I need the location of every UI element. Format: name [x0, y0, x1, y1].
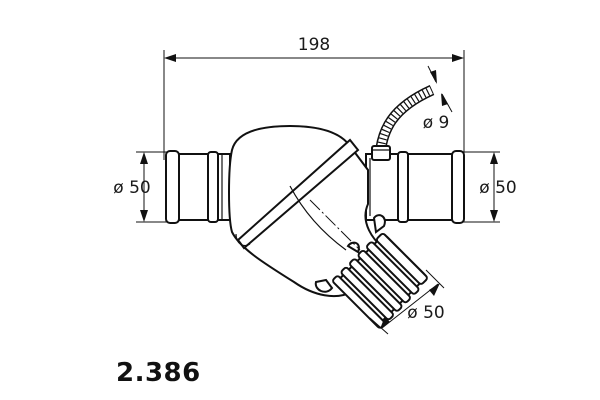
outlet-diameter-label: ø 50 [407, 303, 444, 323]
right-pipe-stub [365, 150, 465, 224]
right-inlet-diameter-dimension: ø 50 [456, 151, 517, 223]
outlet-diameter-dimension: ø 50 [369, 269, 445, 335]
overall-length-label: 198 [298, 35, 330, 55]
right-inlet-diameter-label: ø 50 [479, 178, 516, 198]
sensor-hose [371, 84, 435, 161]
left-inlet-diameter-label: ø 50 [113, 178, 150, 198]
sensor-hose-diameter-dimension: ø 9 [423, 65, 453, 133]
part-number: 2.386 [116, 358, 201, 388]
sensor-hose-diameter-label: ø 9 [423, 113, 450, 133]
thermostat-housing [228, 124, 390, 298]
outlet-centerline [309, 199, 361, 251]
overall-length-dimension: 198 [163, 35, 465, 160]
outlet-pipe [332, 232, 428, 329]
left-pipe-stub [165, 150, 231, 224]
